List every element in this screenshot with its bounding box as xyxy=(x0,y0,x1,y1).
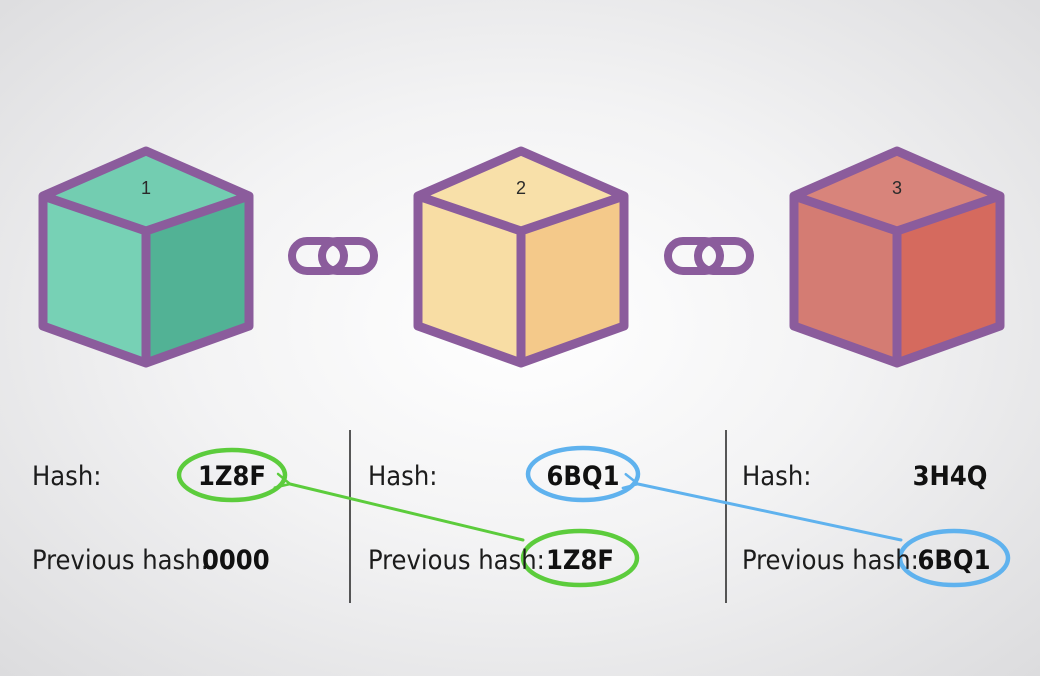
block-3-cube: 3 xyxy=(789,146,1005,368)
prev-hash-highlight-green xyxy=(520,528,640,588)
block-2-prev-hash-label: Previous hash: xyxy=(368,545,545,576)
block-2-cube-left-face xyxy=(418,196,521,363)
block-1-prev-hash-label: Previous hash: xyxy=(32,545,209,576)
prev-hash-highlight-blue xyxy=(897,528,1011,588)
block-2-cube: 2 xyxy=(413,146,629,368)
link-arrow-blue xyxy=(621,472,903,542)
block-3-hash-value: 3H4Q xyxy=(913,461,988,492)
block-1-prev-hash-value: 0000 xyxy=(202,545,270,576)
block-1-cube-right-face xyxy=(146,196,249,363)
block-2-cube-right-face xyxy=(521,196,624,363)
block-2-hash-label: Hash: xyxy=(368,461,437,492)
block-1-cube: 1 xyxy=(38,146,254,368)
block-3-number: 3 xyxy=(892,178,902,198)
block-1-cube-left-face xyxy=(43,196,146,363)
block-2-prev-hash-value: 1Z8F xyxy=(546,545,614,576)
block-1-hash-value: 1Z8F xyxy=(198,461,266,492)
chain-link-icon xyxy=(664,237,754,275)
link-arrow-green xyxy=(273,472,525,542)
block-3-cube-right-face xyxy=(897,196,1000,363)
block-3-cube-left-face xyxy=(794,196,897,363)
block-1-info: Hash: 1Z8F Previous hash: 0000 xyxy=(32,461,270,576)
block-2-info: Hash: 6BQ1 Previous hash: 1Z8F xyxy=(368,461,619,576)
block-2-hash-value: 6BQ1 xyxy=(547,461,620,492)
block-1-number: 1 xyxy=(141,178,151,198)
block-3-prev-hash-value: 6BQ1 xyxy=(918,545,991,576)
block-3-info: Hash: 3H4Q Previous hash: 6BQ1 xyxy=(742,461,990,576)
block-1-hash-label: Hash: xyxy=(32,461,101,492)
block-2-number: 2 xyxy=(516,178,526,198)
block-3-hash-label: Hash: xyxy=(742,461,811,492)
chain-link-icon xyxy=(288,237,378,275)
block-3-prev-hash-label: Previous hash: xyxy=(742,545,919,576)
